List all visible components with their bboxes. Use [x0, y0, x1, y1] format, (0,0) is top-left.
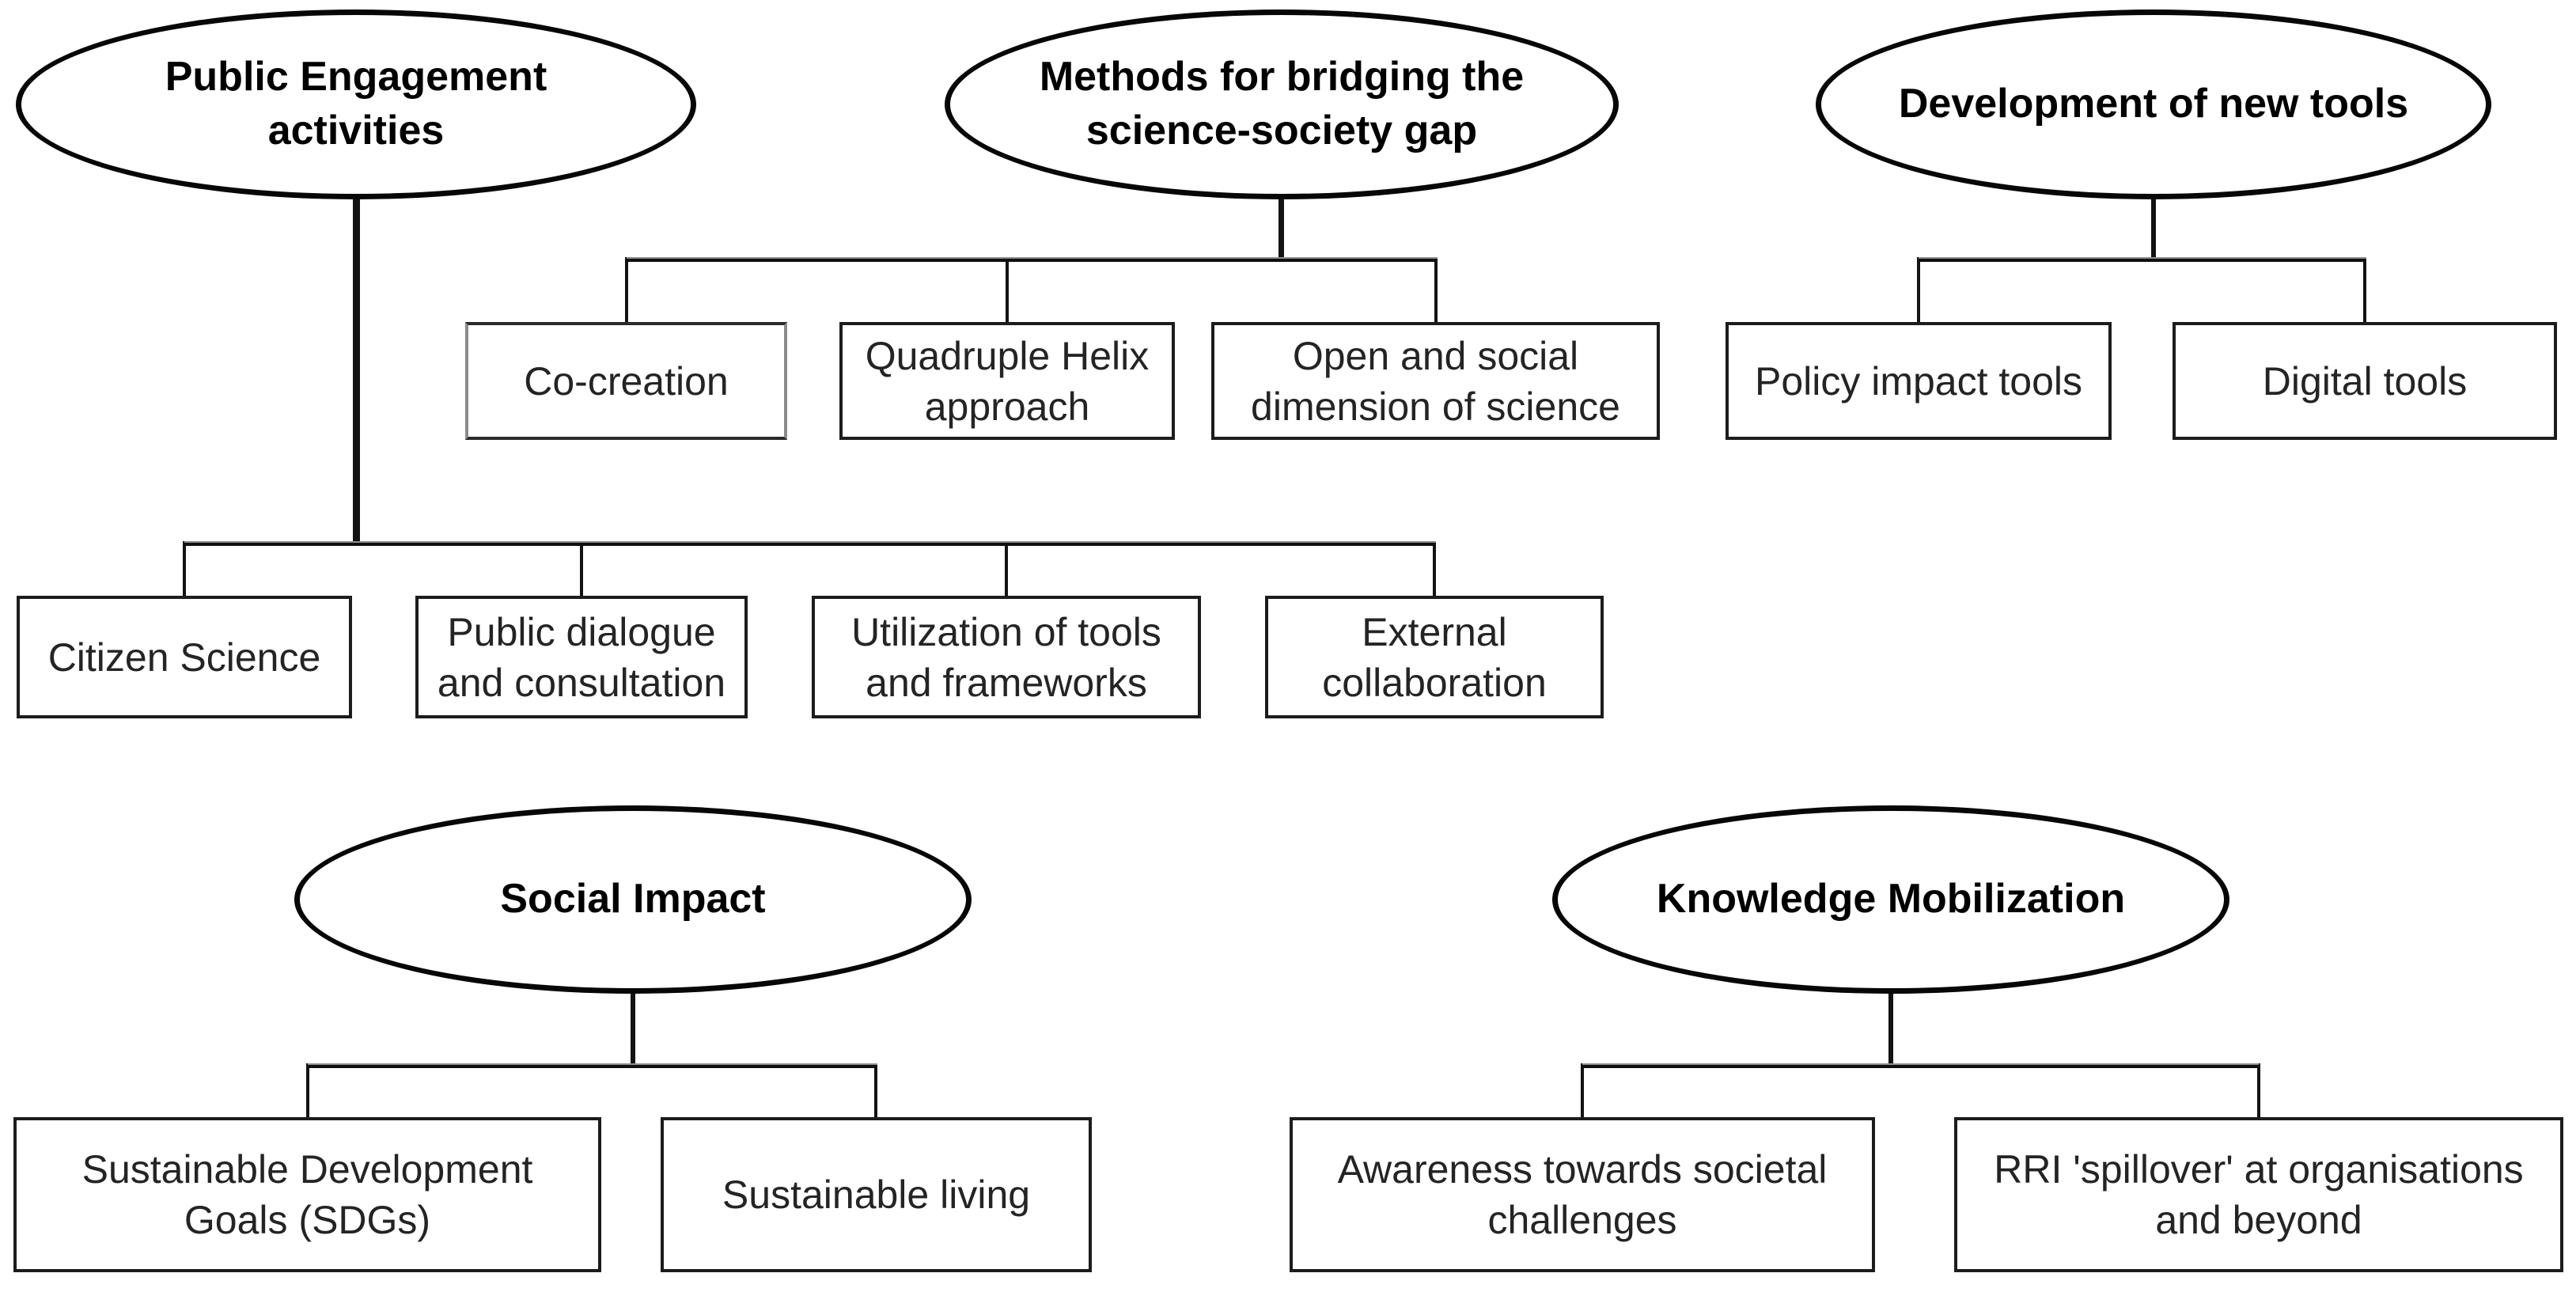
ellipse-development-new-tools: Development of new tools [1816, 9, 2491, 199]
connector-stub-open-social [1434, 257, 1438, 324]
box-quadruple-helix-approach: Quadruple Helix approach [839, 322, 1175, 440]
box-public-dialogue-consultation: Public dialogue and consultation [415, 596, 748, 718]
box-sustainable-living: Sustainable living [661, 1117, 1092, 1272]
box-utilization-tools-frameworks: Utilization of tools and frameworks [812, 596, 1201, 718]
node-label: Sustainable Development Goals (SDGs) [81, 1147, 533, 1242]
node-label: Awareness towards societal challenges [1337, 1147, 1828, 1242]
node-label: Public dialogue and consultation [437, 609, 726, 705]
node-label: Social Impact [500, 876, 766, 923]
node-label: Public Engagement activities [165, 54, 547, 153]
node-label: RRI 'spillover' at organisations and bey… [1994, 1147, 2524, 1242]
connector-stub-external-collaboration [1433, 541, 1436, 597]
ellipse-knowledge-mobilization: Knowledge Mobilization [1552, 805, 2229, 994]
connector-branch-methods [627, 257, 1438, 262]
connector-branch-public-engagement [184, 541, 1436, 546]
connector-stub-citizen-science [183, 541, 186, 597]
ellipse-social-impact: Social Impact [294, 805, 972, 994]
node-label: Digital tools [2262, 358, 2468, 404]
connector-branch-knowledge-mobilization [1582, 1063, 2259, 1068]
node-label: Utilization of tools and frameworks [851, 609, 1161, 705]
connector-trunk-knowledge-mobilization [1888, 992, 1893, 1068]
box-awareness-societal-challenges: Awareness towards societal challenges [1290, 1117, 1875, 1272]
node-label: Policy impact tools [1754, 358, 2083, 404]
box-digital-tools: Digital tools [2173, 322, 2557, 440]
connector-stub-quadruple-helix [1006, 257, 1009, 324]
ellipse-public-engagement-activities: Public Engagement activities [16, 9, 696, 199]
connector-stub-sdg [306, 1063, 309, 1117]
box-sdg: Sustainable Development Goals (SDGs) [13, 1117, 601, 1272]
connector-trunk-public-engagement [353, 196, 360, 546]
connector-stub-awareness [1581, 1063, 1584, 1117]
box-external-collaboration: External collaboration [1265, 596, 1604, 718]
connector-branch-social-impact [308, 1063, 877, 1068]
connector-stub-rri-spillover [2257, 1063, 2260, 1117]
connector-stub-co-creation [625, 257, 628, 324]
connector-trunk-social-impact [631, 992, 635, 1068]
connector-trunk-development [2151, 198, 2156, 262]
ellipse-methods-bridging-gap: Methods for bridging the science-society… [945, 9, 1619, 199]
connector-stub-public-dialogue [580, 541, 583, 597]
node-label: Development of new tools [1898, 81, 2409, 127]
node-label: Quadruple Helix approach [865, 333, 1150, 429]
box-open-social-dimension: Open and social dimension of science [1211, 322, 1660, 440]
box-rri-spillover: RRI 'spillover' at organisations and bey… [1954, 1117, 2563, 1272]
node-label: Sustainable living [722, 1173, 1031, 1217]
connector-stub-sustainable-living [874, 1063, 877, 1117]
node-label: External collaboration [1322, 609, 1547, 705]
connector-stub-policy-impact [1917, 257, 1920, 324]
box-citizen-science: Citizen Science [17, 596, 352, 718]
node-label: Citizen Science [47, 635, 321, 680]
box-co-creation: Co-creation [465, 322, 787, 440]
connector-branch-development [1919, 257, 2366, 262]
node-label: Co-creation [524, 358, 729, 404]
node-label: Methods for bridging the science-society… [1039, 54, 1525, 153]
box-policy-impact-tools: Policy impact tools [1726, 322, 2112, 440]
connector-stub-utilization-tools [1005, 541, 1008, 597]
node-label: Open and social dimension of science [1251, 333, 1620, 429]
node-label: Knowledge Mobilization [1656, 876, 2126, 923]
connector-trunk-methods [1279, 198, 1284, 262]
connector-stub-digital-tools [2363, 257, 2366, 324]
